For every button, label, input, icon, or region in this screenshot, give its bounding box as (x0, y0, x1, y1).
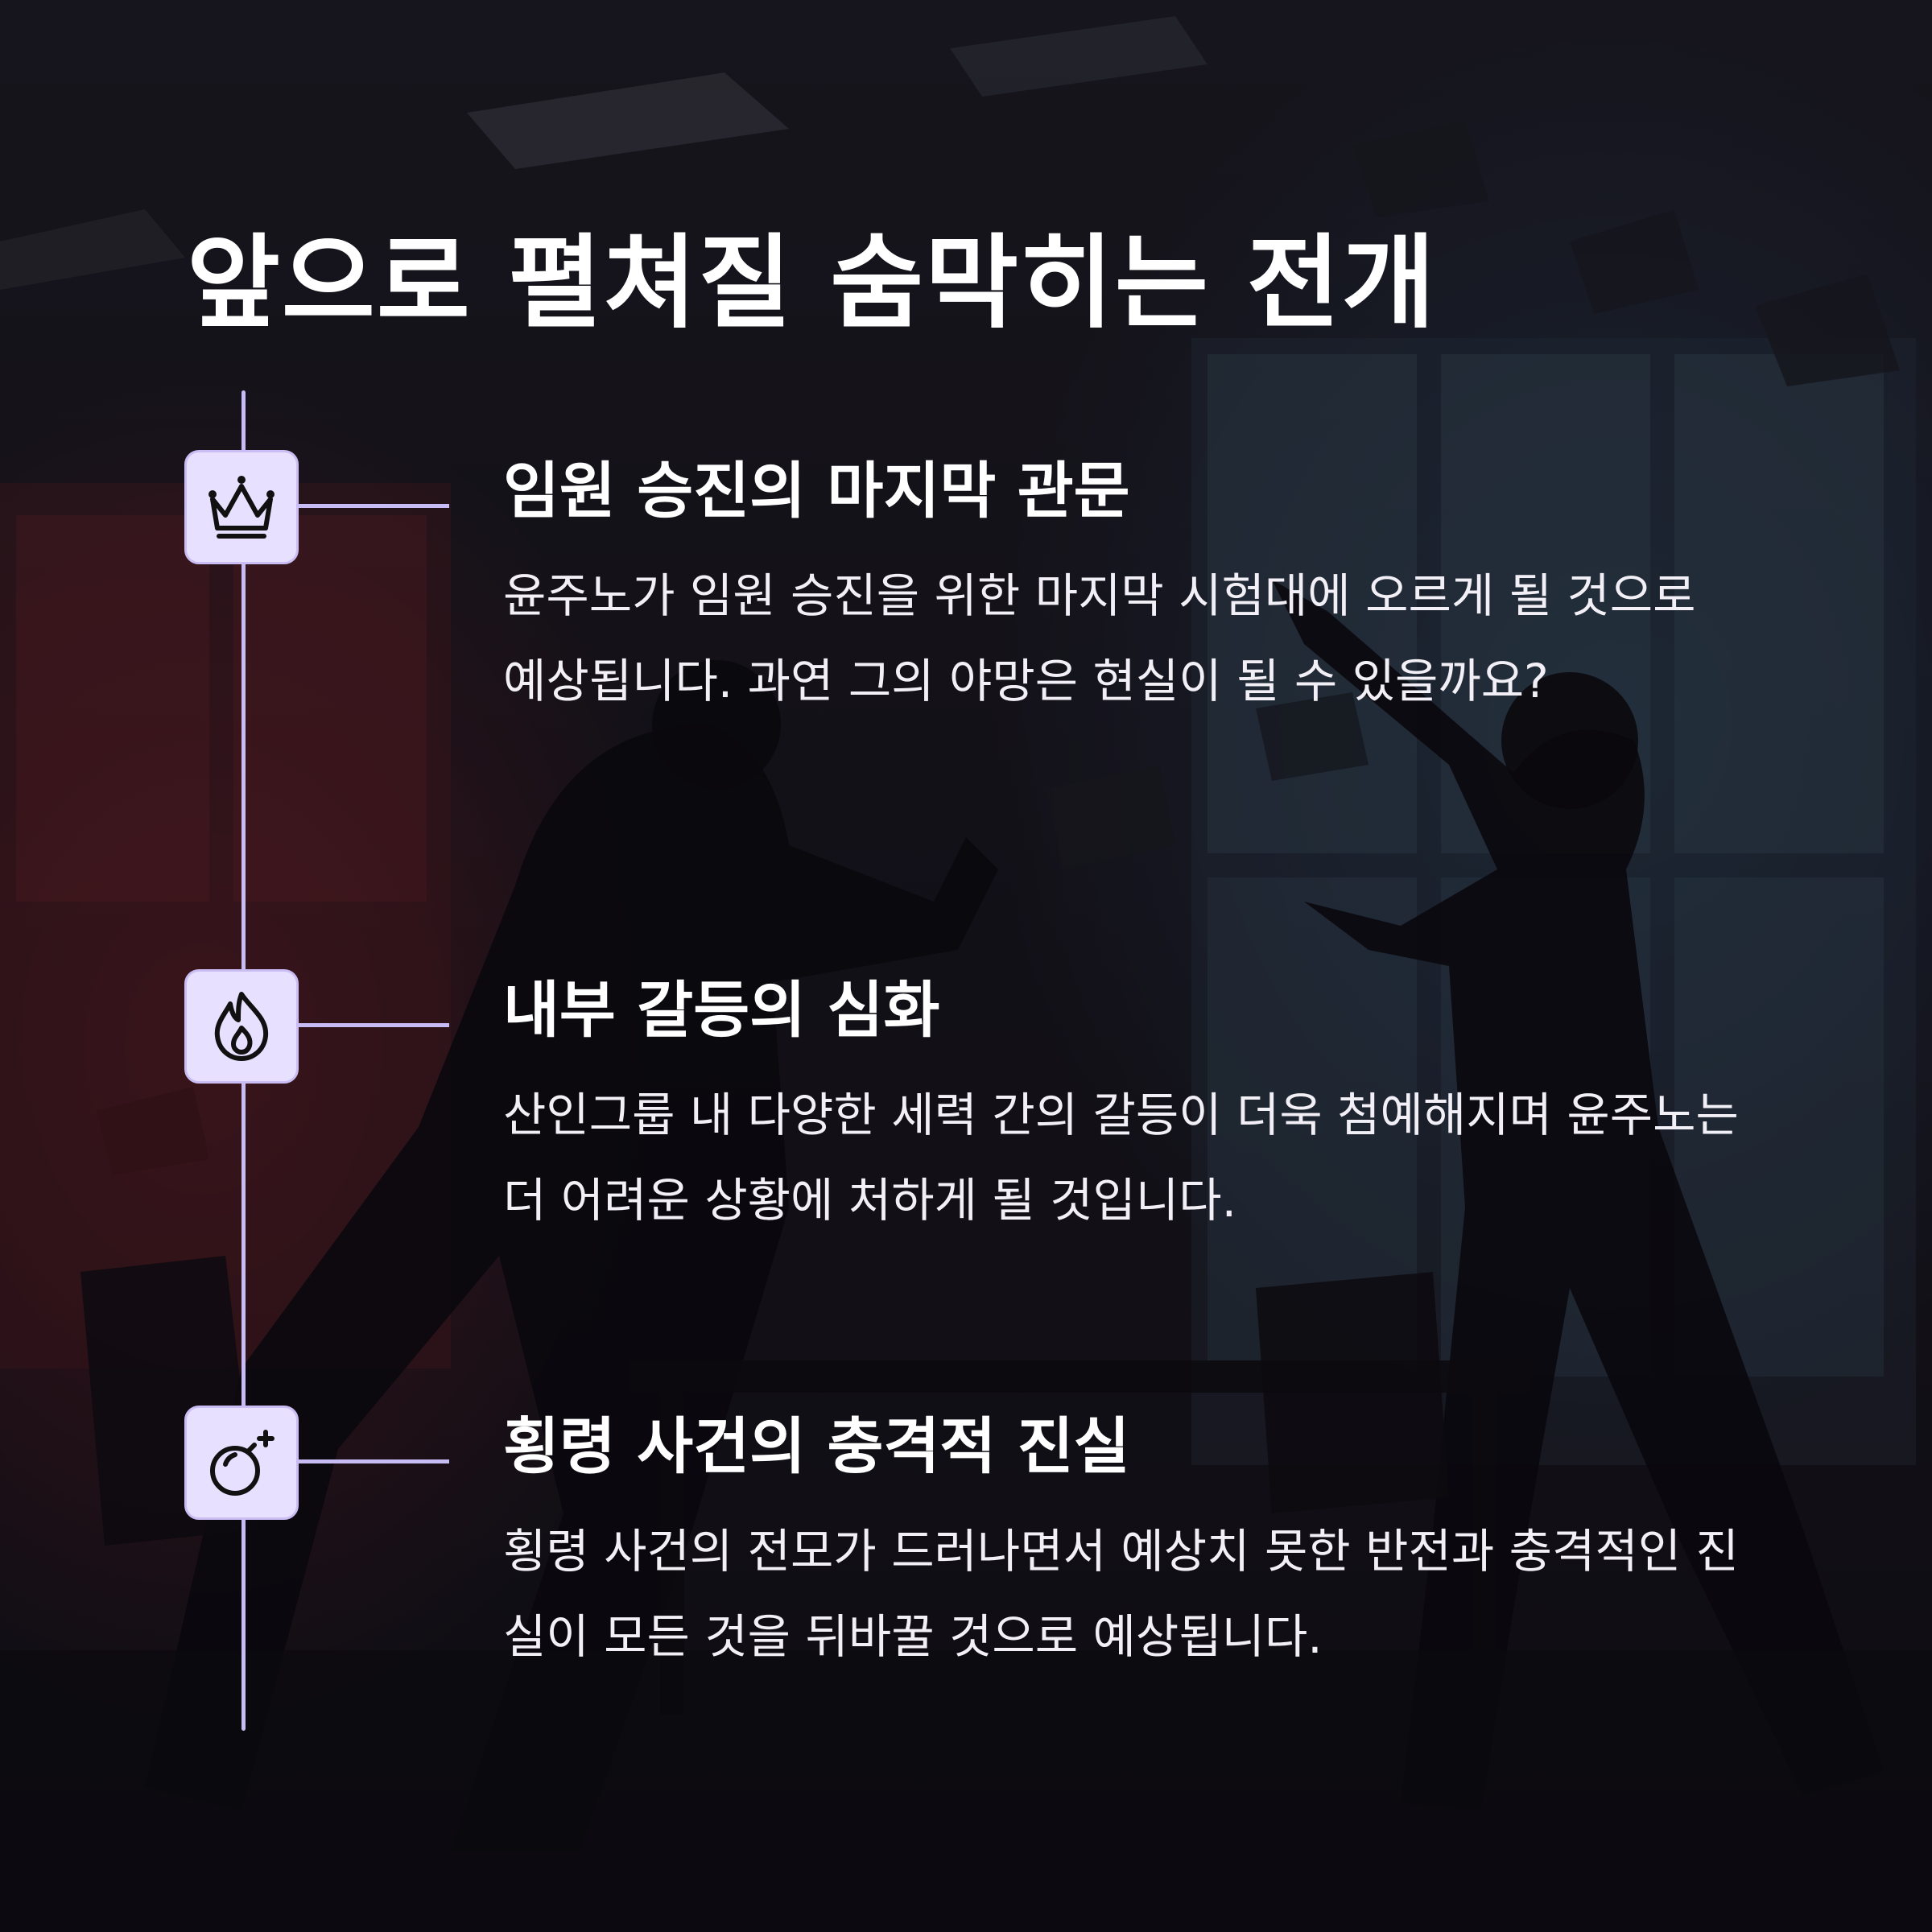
crown-icon (184, 450, 299, 564)
timeline-connector (299, 1459, 449, 1463)
bomb-icon (184, 1406, 299, 1520)
timeline-item-heading: 임원 승진의 마지막 관문 (503, 455, 1130, 526)
timeline-connector (299, 504, 449, 508)
timeline-item-heading: 횡령 사건의 충격적 진실 (503, 1410, 1130, 1482)
timeline-item-description: 산인그룹 내 다양한 세력 간의 갈등이 더욱 첨예해지며 윤주노는 더 어려운… (503, 1088, 1739, 1228)
timeline-item-heading: 내부 갈등의 심화 (503, 974, 940, 1046)
timeline-connector (299, 1023, 449, 1027)
timeline-item-description: 윤주노가 임원 승진을 위한 마지막 시험대에 오르게 될 것으로 예상됩니다.… (503, 568, 1696, 708)
flame-icon (184, 969, 299, 1084)
page-title: 앞으로 펼쳐질 숨막히는 전개 (187, 224, 1437, 342)
timeline-item-description: 횡령 사건의 전모가 드러나면서 예상치 못한 반전과 충격적인 진실이 모든 … (503, 1524, 1739, 1664)
